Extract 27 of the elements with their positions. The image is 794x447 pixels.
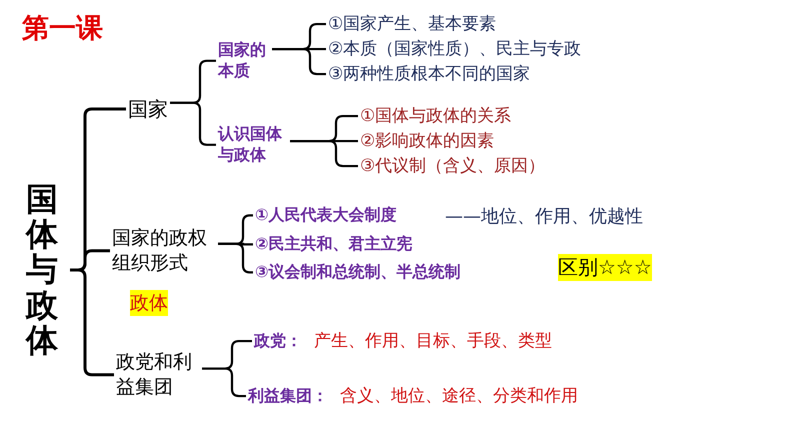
point-text: ③两种性质根本不同的国家 <box>328 63 530 86</box>
lesson-title: 第一课 <box>22 12 103 46</box>
item-heading: 利益集团： <box>248 386 328 405</box>
item-heading: 政党： <box>254 331 302 350</box>
highlighted-note: 区别☆☆☆ <box>558 254 652 281</box>
point-text: ②本质（国家性质）、民主与专政 <box>328 38 582 60</box>
brace-connector <box>290 140 358 168</box>
highlighted-note: 政体 <box>130 290 168 316</box>
point-text: ③代议制（含义、原因） <box>360 155 546 178</box>
note-text: ——地位、作用、优越性 <box>445 205 643 228</box>
topic-text: 国家的政权组织形式 <box>112 226 216 276</box>
vertical-heading: 国体与政体 <box>26 182 58 358</box>
brace-connector <box>70 268 114 376</box>
point-text: ①人民代表大会制度 <box>255 205 397 226</box>
item-text: 产生、作用、目标、手段、类型 <box>314 331 552 351</box>
brace-connector <box>272 48 326 76</box>
subtopic-text: 认识国体与政体 <box>218 124 288 166</box>
item-text: 含义、地位、途径、分类和作用 <box>340 386 578 406</box>
point-text: ②影响政体的因素 <box>360 130 494 152</box>
topic-text: 国家 <box>128 96 168 122</box>
point-text: ①国家产生、基本要素 <box>328 13 496 36</box>
point-text: ①国体与政体的关系 <box>360 105 512 128</box>
subtopic-text: 国家的本质 <box>218 40 270 82</box>
point-text: ③议会制和总统制、半总统制 <box>255 262 461 283</box>
brace-connector <box>202 367 246 398</box>
point-text: ②民主共和、君主立宪 <box>255 234 413 255</box>
topic-text: 政党和利益集团 <box>116 350 200 400</box>
